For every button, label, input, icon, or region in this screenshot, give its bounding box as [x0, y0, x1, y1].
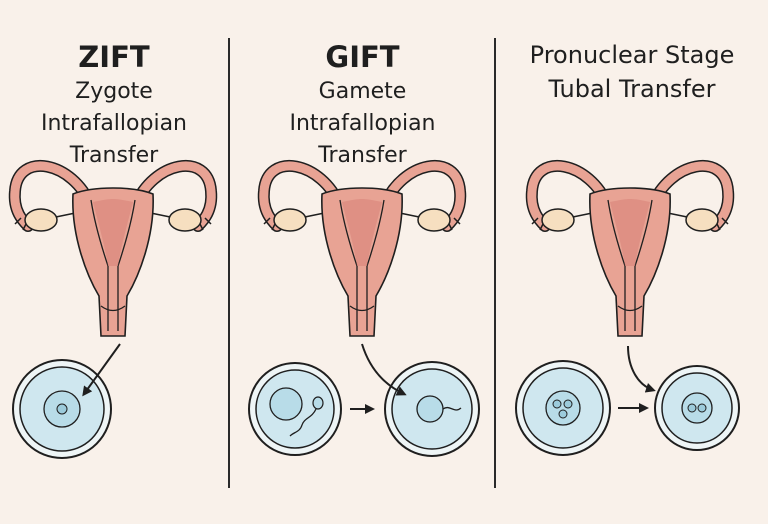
- gift-subtitle-line-2: Intrafallopian: [289, 111, 436, 136]
- gift-fertilized-dish-icon: [384, 361, 480, 457]
- zift-zygote-dish-icon: [12, 359, 112, 459]
- gift-heading: GIFT Gamete Intrafallopian Transfer: [230, 38, 495, 172]
- zift-arrow-icon: [82, 343, 121, 397]
- zift-subtitle-line-2: Intrafallopian: [41, 111, 187, 136]
- gift-gamete-dish-icon: [248, 362, 342, 456]
- divider-left: [228, 38, 230, 488]
- panel-pronuclear: Pronuclear Stage Tubal Transfer: [496, 0, 768, 524]
- zift-subtitle-line-1: Zygote: [75, 79, 153, 104]
- zift-heading: ZIFT Zygote Intrafallopian Transfer: [0, 38, 228, 172]
- gift-subtitle-line-1: Gamete: [318, 79, 407, 104]
- zift-title: ZIFT: [78, 40, 150, 74]
- panel-gift: GIFT Gamete Intrafallopian Transfer: [230, 0, 495, 524]
- divider-right: [494, 38, 496, 488]
- gift-subtitle-line-3: Transfer: [318, 143, 407, 168]
- panel-zift: ZIFT Zygote Intrafallopian Transfer: [0, 0, 228, 524]
- gift-uterus-icon: [264, 166, 461, 336]
- pronuclear-dish-1-icon: [515, 360, 611, 456]
- gift-transfer-arrow-icon: [361, 343, 407, 396]
- pronuclear-dish-2-icon: [654, 365, 740, 451]
- zift-uterus-icon: [15, 166, 212, 336]
- pronuclear-heading: Pronuclear Stage Tubal Transfer: [496, 38, 768, 106]
- pronuclear-transfer-arrow-icon: [627, 345, 656, 393]
- zift-subtitle-line-3: Transfer: [69, 143, 159, 168]
- pronuclear-title: Pronuclear Stage: [529, 41, 735, 69]
- pronuclear-uterus-icon: [532, 166, 729, 336]
- gift-title: GIFT: [325, 40, 400, 74]
- pronuclear-subtitle-line-1: Tubal Transfer: [548, 75, 716, 103]
